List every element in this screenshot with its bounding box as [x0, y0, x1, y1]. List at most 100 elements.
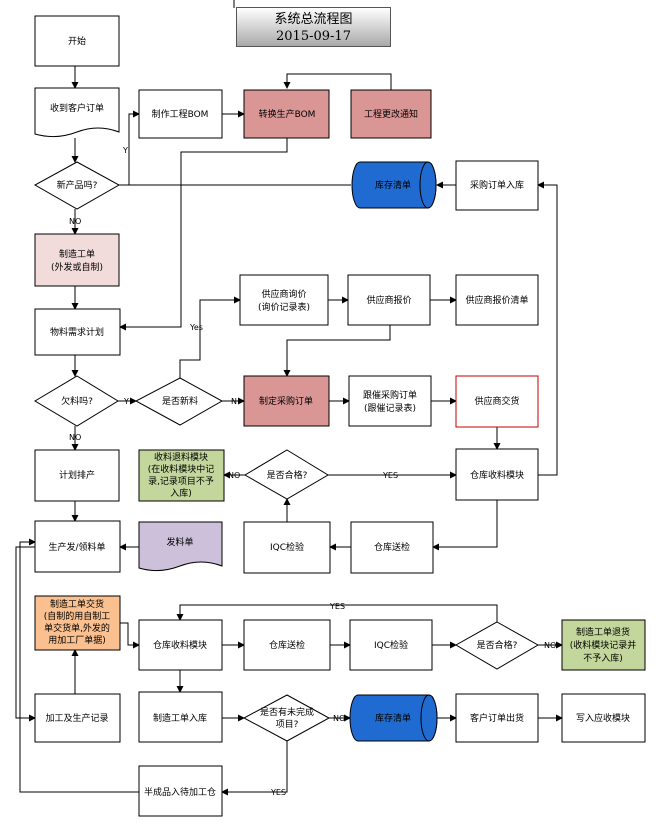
node-wh-inspect-1-label: 仓库送检 [374, 541, 410, 553]
node-wh-inspect-2 [243, 619, 331, 671]
edge-semifinished-issue [19, 538, 139, 793]
label-no-1: NO [69, 217, 81, 226]
edge-whreceive-whinspect [432, 500, 498, 551]
node-plan-schedule [34, 449, 120, 502]
node-supplier-quote [347, 274, 431, 326]
label-yes-3: YES [329, 602, 345, 611]
node-customer-ship-label: 客户订单出货 [470, 712, 524, 724]
label-yes-4: YES [270, 788, 286, 797]
node-unfinished-line1: 是否有未完成 [260, 706, 314, 718]
edge-qualified2-yes-whreceive [176, 604, 498, 622]
node-shortage-label: 欠料吗? [61, 395, 93, 407]
node-wo-return-line1: 制造工单退货 [576, 626, 630, 638]
node-issue-material [34, 520, 121, 573]
node-follow-po-line1: 跟催采购订单 [363, 389, 417, 401]
node-issue-doc-label: 发料单 [166, 536, 193, 548]
node-wo-return-line3: 不予入库) [583, 652, 623, 664]
label-n-1: N [231, 397, 237, 406]
node-wo-delivery [34, 595, 121, 651]
title-line1: 系统总流程图 [274, 12, 353, 27]
node-semi-finished-label: 半成品入待加工仓 [144, 786, 216, 798]
node-make-bom-label: 制作工程BOM [152, 108, 209, 120]
node-issue-doc [138, 521, 223, 572]
node-make-wo-line2: (外发或自制) [51, 261, 103, 273]
edge-newmaterial-inquiry [179, 296, 241, 378]
node-wh-receive-2 [138, 619, 223, 671]
node-make-po-label: 制定采购订单 [259, 395, 313, 407]
node-wo-delivery-line1: 制造工单交货 [50, 598, 104, 610]
label-yes-1: Yes [189, 323, 203, 332]
node-follow-po-line2: (跟催记录表) [364, 402, 416, 414]
node-follow-po [348, 375, 432, 427]
edge-quote-makepo [283, 325, 391, 377]
node-supplier-quote-label: 供应商报价 [366, 294, 411, 306]
node-receive-order-label: 收到客户订单 [50, 102, 104, 114]
node-process-record [34, 693, 121, 743]
node-new-product [33, 161, 121, 210]
node-start [34, 15, 120, 67]
node-customer-ship [455, 693, 539, 743]
node-make-wo [34, 233, 120, 287]
title-line2: 2015-09-17 [276, 29, 351, 44]
node-po-receipt-label: 采购订单入库 [470, 179, 524, 191]
node-supplier-deliver [455, 375, 539, 428]
node-eng-change-label: 工程更改通知 [364, 108, 418, 120]
node-qualified-2-label: 是否合格? [477, 639, 518, 651]
node-new-product-label: 新产品吗? [57, 179, 98, 191]
node-wo-delivery-line2: (自制的用自制工 [44, 610, 111, 622]
node-wo-return-line2: (收料模块记录并 [570, 639, 637, 651]
node-return-module [138, 449, 225, 502]
node-unfinished-line2: 项目? [276, 719, 299, 730]
node-unfinished [242, 694, 331, 742]
label-y-2: Y [123, 397, 129, 406]
edge-convert-mrp [119, 138, 288, 331]
node-issue-material-label: 生产发/领料单 [48, 541, 105, 553]
node-wo-delivery-line3: 单交货单,外发的 [44, 622, 110, 634]
node-shortage [34, 375, 119, 427]
node-start-label: 开始 [68, 35, 86, 47]
node-make-po [243, 375, 330, 427]
node-iqc-2-label: IQC检验 [374, 639, 408, 651]
node-wh-inspect-1 [350, 521, 434, 574]
node-wo-delivery-line4: 用加工厂单据) [48, 634, 106, 646]
node-mrp [34, 308, 121, 356]
node-new-material-label: 是否新料 [162, 395, 198, 407]
node-return-module-line3: 录,记录项目不予 [148, 476, 214, 487]
node-iqc-1-label: IQC检验 [270, 541, 304, 553]
node-iqc-1 [243, 521, 331, 574]
edge-newproduct-makebom [119, 110, 140, 186]
node-mrp-label: 物料需求计划 [50, 326, 104, 338]
node-qualified-1-label: 是否合格? [267, 469, 308, 481]
edge-issue-process [15, 546, 36, 722]
node-supplier-deliver-label: 供应商交货 [474, 395, 519, 407]
node-ar-module-label: 写入应收模块 [576, 712, 630, 724]
node-inventory-top-label: 库存清单 [375, 179, 411, 191]
node-quote-list [455, 274, 539, 326]
label-yes-2: YES [382, 471, 398, 480]
label-y-1: Y [122, 146, 128, 155]
node-wo-stock-in-label: 制造工单入库 [153, 712, 207, 724]
node-qualified-2 [454, 621, 540, 670]
node-semi-finished [138, 765, 223, 817]
node-return-module-line2: (在收料模块中记 [148, 463, 215, 475]
node-po-receipt [455, 160, 539, 211]
node-wh-receive-2-label: 仓库收料模块 [153, 639, 207, 651]
node-convert-bom [243, 89, 330, 139]
node-qualified-1 [244, 449, 329, 500]
node-iqc-2 [349, 619, 433, 671]
edge-whreceive-poreceipt [537, 181, 558, 476]
edge-engchange-convert [283, 73, 392, 90]
edge-wodelivery-whreceive [120, 622, 140, 649]
node-wo-stock-in [138, 691, 223, 743]
node-supplier-inquiry-line2: (询价记录表) [258, 301, 310, 313]
node-new-material [134, 377, 224, 426]
node-wh-receive-1-label: 仓库收料模块 [470, 469, 524, 481]
node-plan-schedule-label: 计划排产 [59, 469, 95, 481]
edge-unfinished-semifinished [221, 741, 288, 796]
node-quote-list-label: 供应商报价清单 [465, 294, 528, 306]
cylinder-cap-bottom [420, 694, 438, 742]
node-wh-inspect-2-label: 仓库送检 [269, 639, 305, 651]
diagram-title: 系统总流程图 2015-09-17 [236, 7, 391, 47]
node-ar-module [561, 693, 646, 743]
connectors [15, 66, 563, 796]
